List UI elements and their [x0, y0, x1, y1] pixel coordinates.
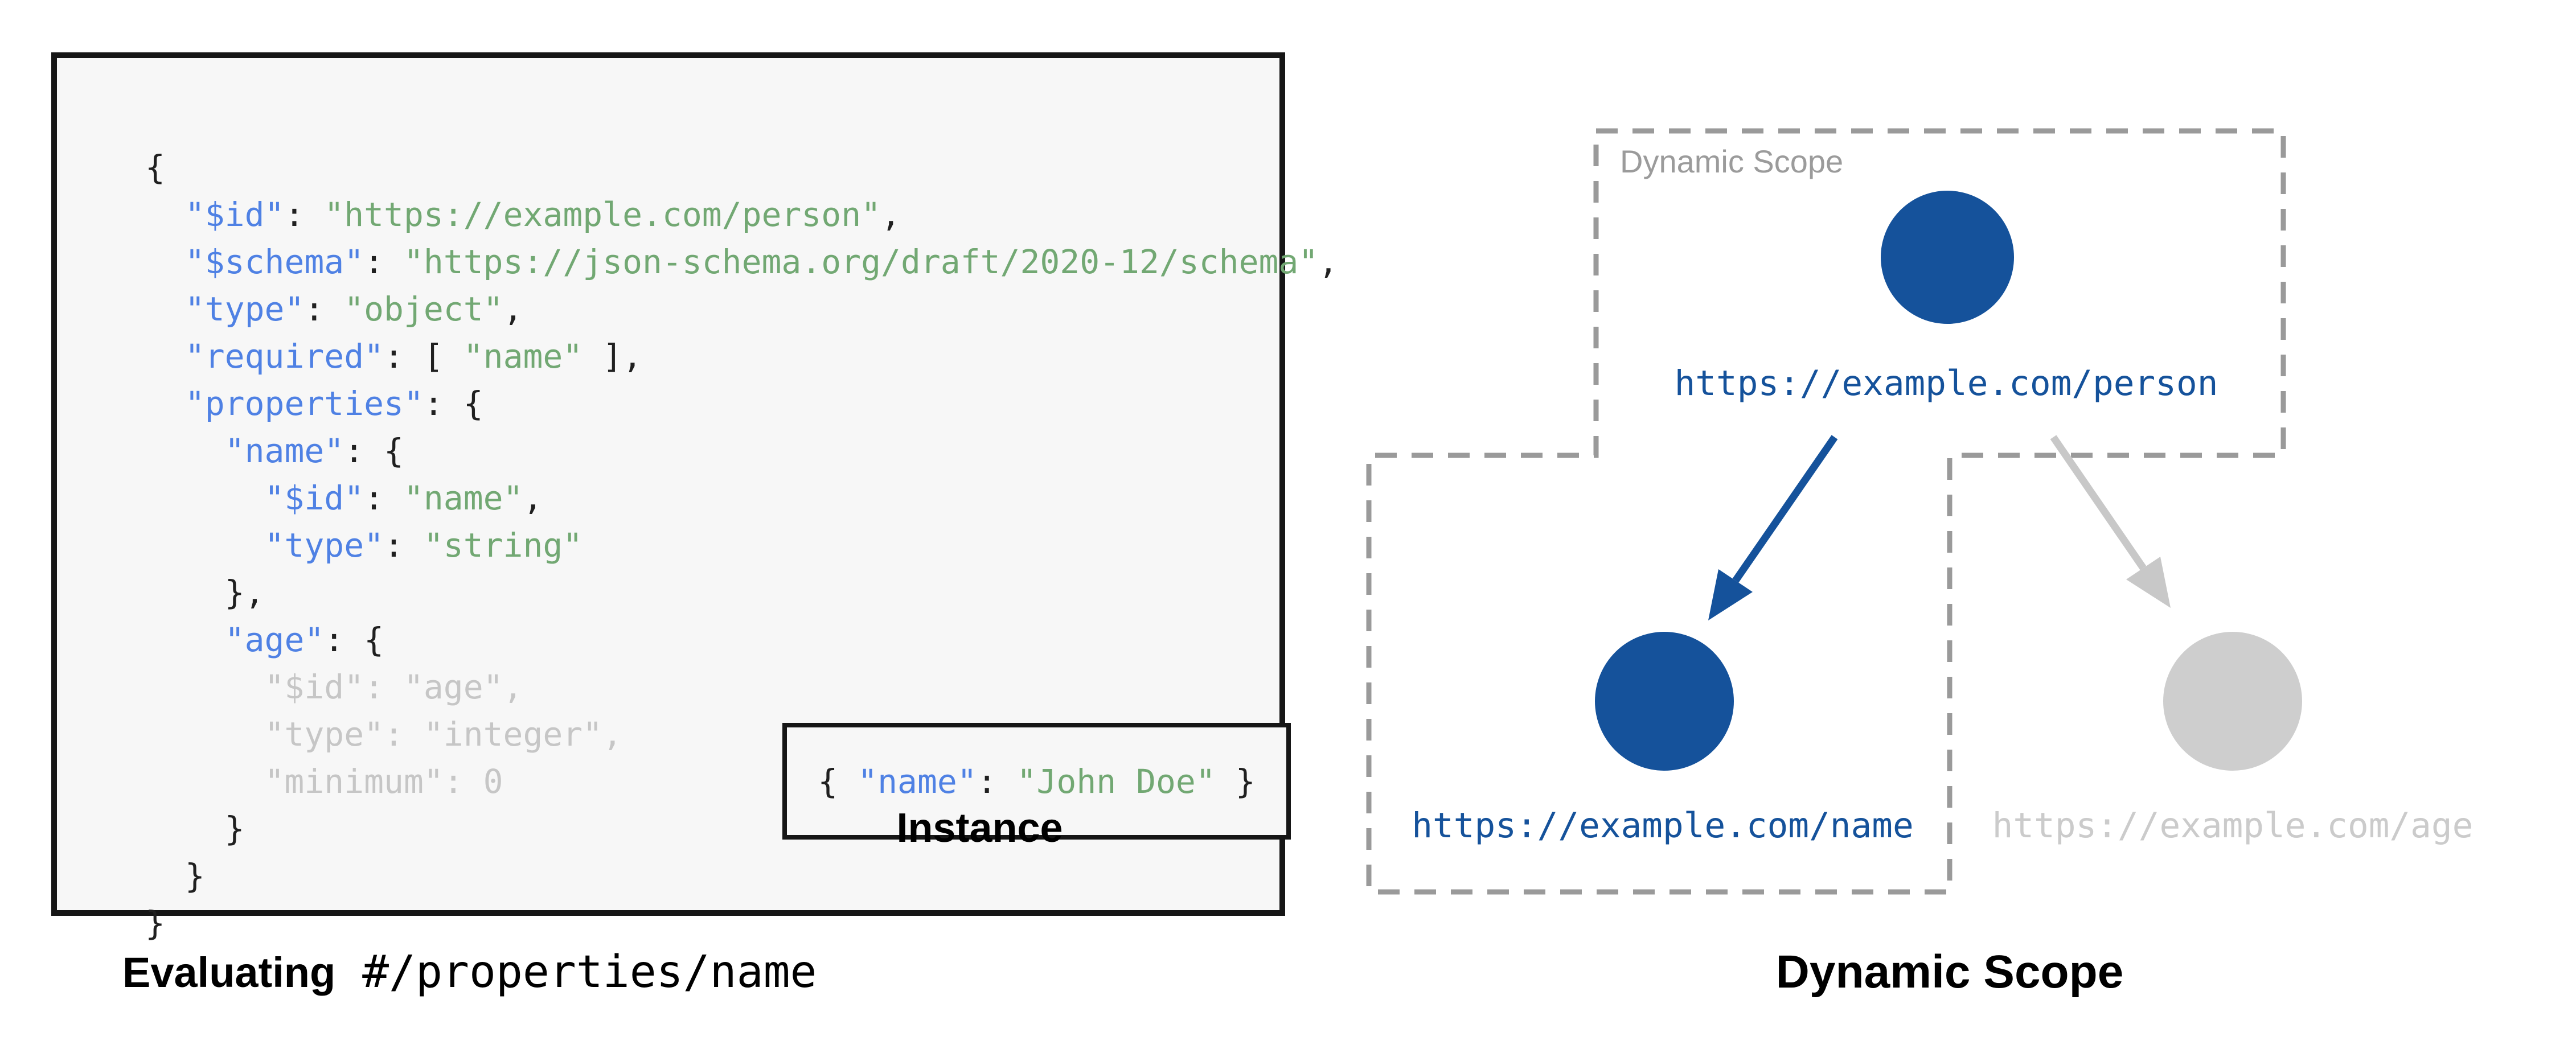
arrow-person-to-age-head — [2126, 557, 2171, 608]
schema-code-line: "required": [ "name" ], — [184, 337, 643, 376]
instance-label: Instance — [896, 805, 1063, 851]
arrow-person-to-name — [1708, 435, 1838, 620]
arrow-person-to-name-head — [1708, 569, 1753, 620]
caption-evaluating-bold: Evaluating — [122, 949, 336, 996]
arrow-person-to-age — [2050, 435, 2171, 608]
person-node-label: https://example.com/person — [1674, 363, 2218, 404]
schema-code-line: "name": { — [224, 431, 404, 470]
schema-code-line: } — [145, 809, 245, 848]
caption-evaluating-pointer: #/properties/name — [335, 947, 817, 998]
schema-code-line: "$id": "https://example.com/person", — [184, 195, 901, 234]
name-node-label: https://example.com/name — [1412, 805, 1914, 846]
age-node-label: https://example.com/age — [1992, 805, 2474, 846]
dynamic-scope-tag: Dynamic Scope — [1620, 143, 1844, 179]
schema-code-line: "type": "integer", — [145, 715, 623, 754]
age-node — [2163, 632, 2302, 771]
schema-code-line: "age": { — [224, 620, 384, 659]
arrow-person-to-name-line — [1732, 435, 1838, 583]
schema-code-line: "$schema": "https://json-schema.org/draf… — [184, 242, 1339, 281]
dynamic-scope-outline — [1366, 128, 2286, 895]
schema-panel: { "$id": "https://example.com/person", "… — [51, 52, 1338, 943]
schema-code-line: } — [145, 904, 165, 943]
schema-code-line: "type": "object", — [184, 290, 523, 328]
schema-code-line: "$id": "age", — [145, 668, 523, 706]
instance-code: { "name": "John Doe" } — [818, 762, 1256, 801]
schema-code-line: }, — [145, 573, 265, 612]
caption-evaluating: Evaluating #/properties/name — [122, 948, 817, 997]
instance-box: { "name": "John Doe" } — [782, 723, 1291, 840]
person-node — [1881, 191, 2014, 324]
schema-code-line: "minimum": 0 — [145, 762, 503, 801]
schema-code-line: "properties": { — [184, 384, 483, 423]
schema-code-line: } — [145, 857, 205, 895]
arrow-person-to-age-line — [2050, 435, 2147, 570]
schema-code-line: "$id": "name", — [264, 479, 543, 517]
schema-code-line: "type": "string" — [264, 526, 583, 565]
schema-code: { "$id": "https://example.com/person", "… — [145, 144, 1338, 947]
schema-code-line: { — [145, 148, 165, 187]
name-node — [1595, 632, 1734, 771]
caption-dynamic-scope: Dynamic Scope — [1775, 946, 2124, 998]
